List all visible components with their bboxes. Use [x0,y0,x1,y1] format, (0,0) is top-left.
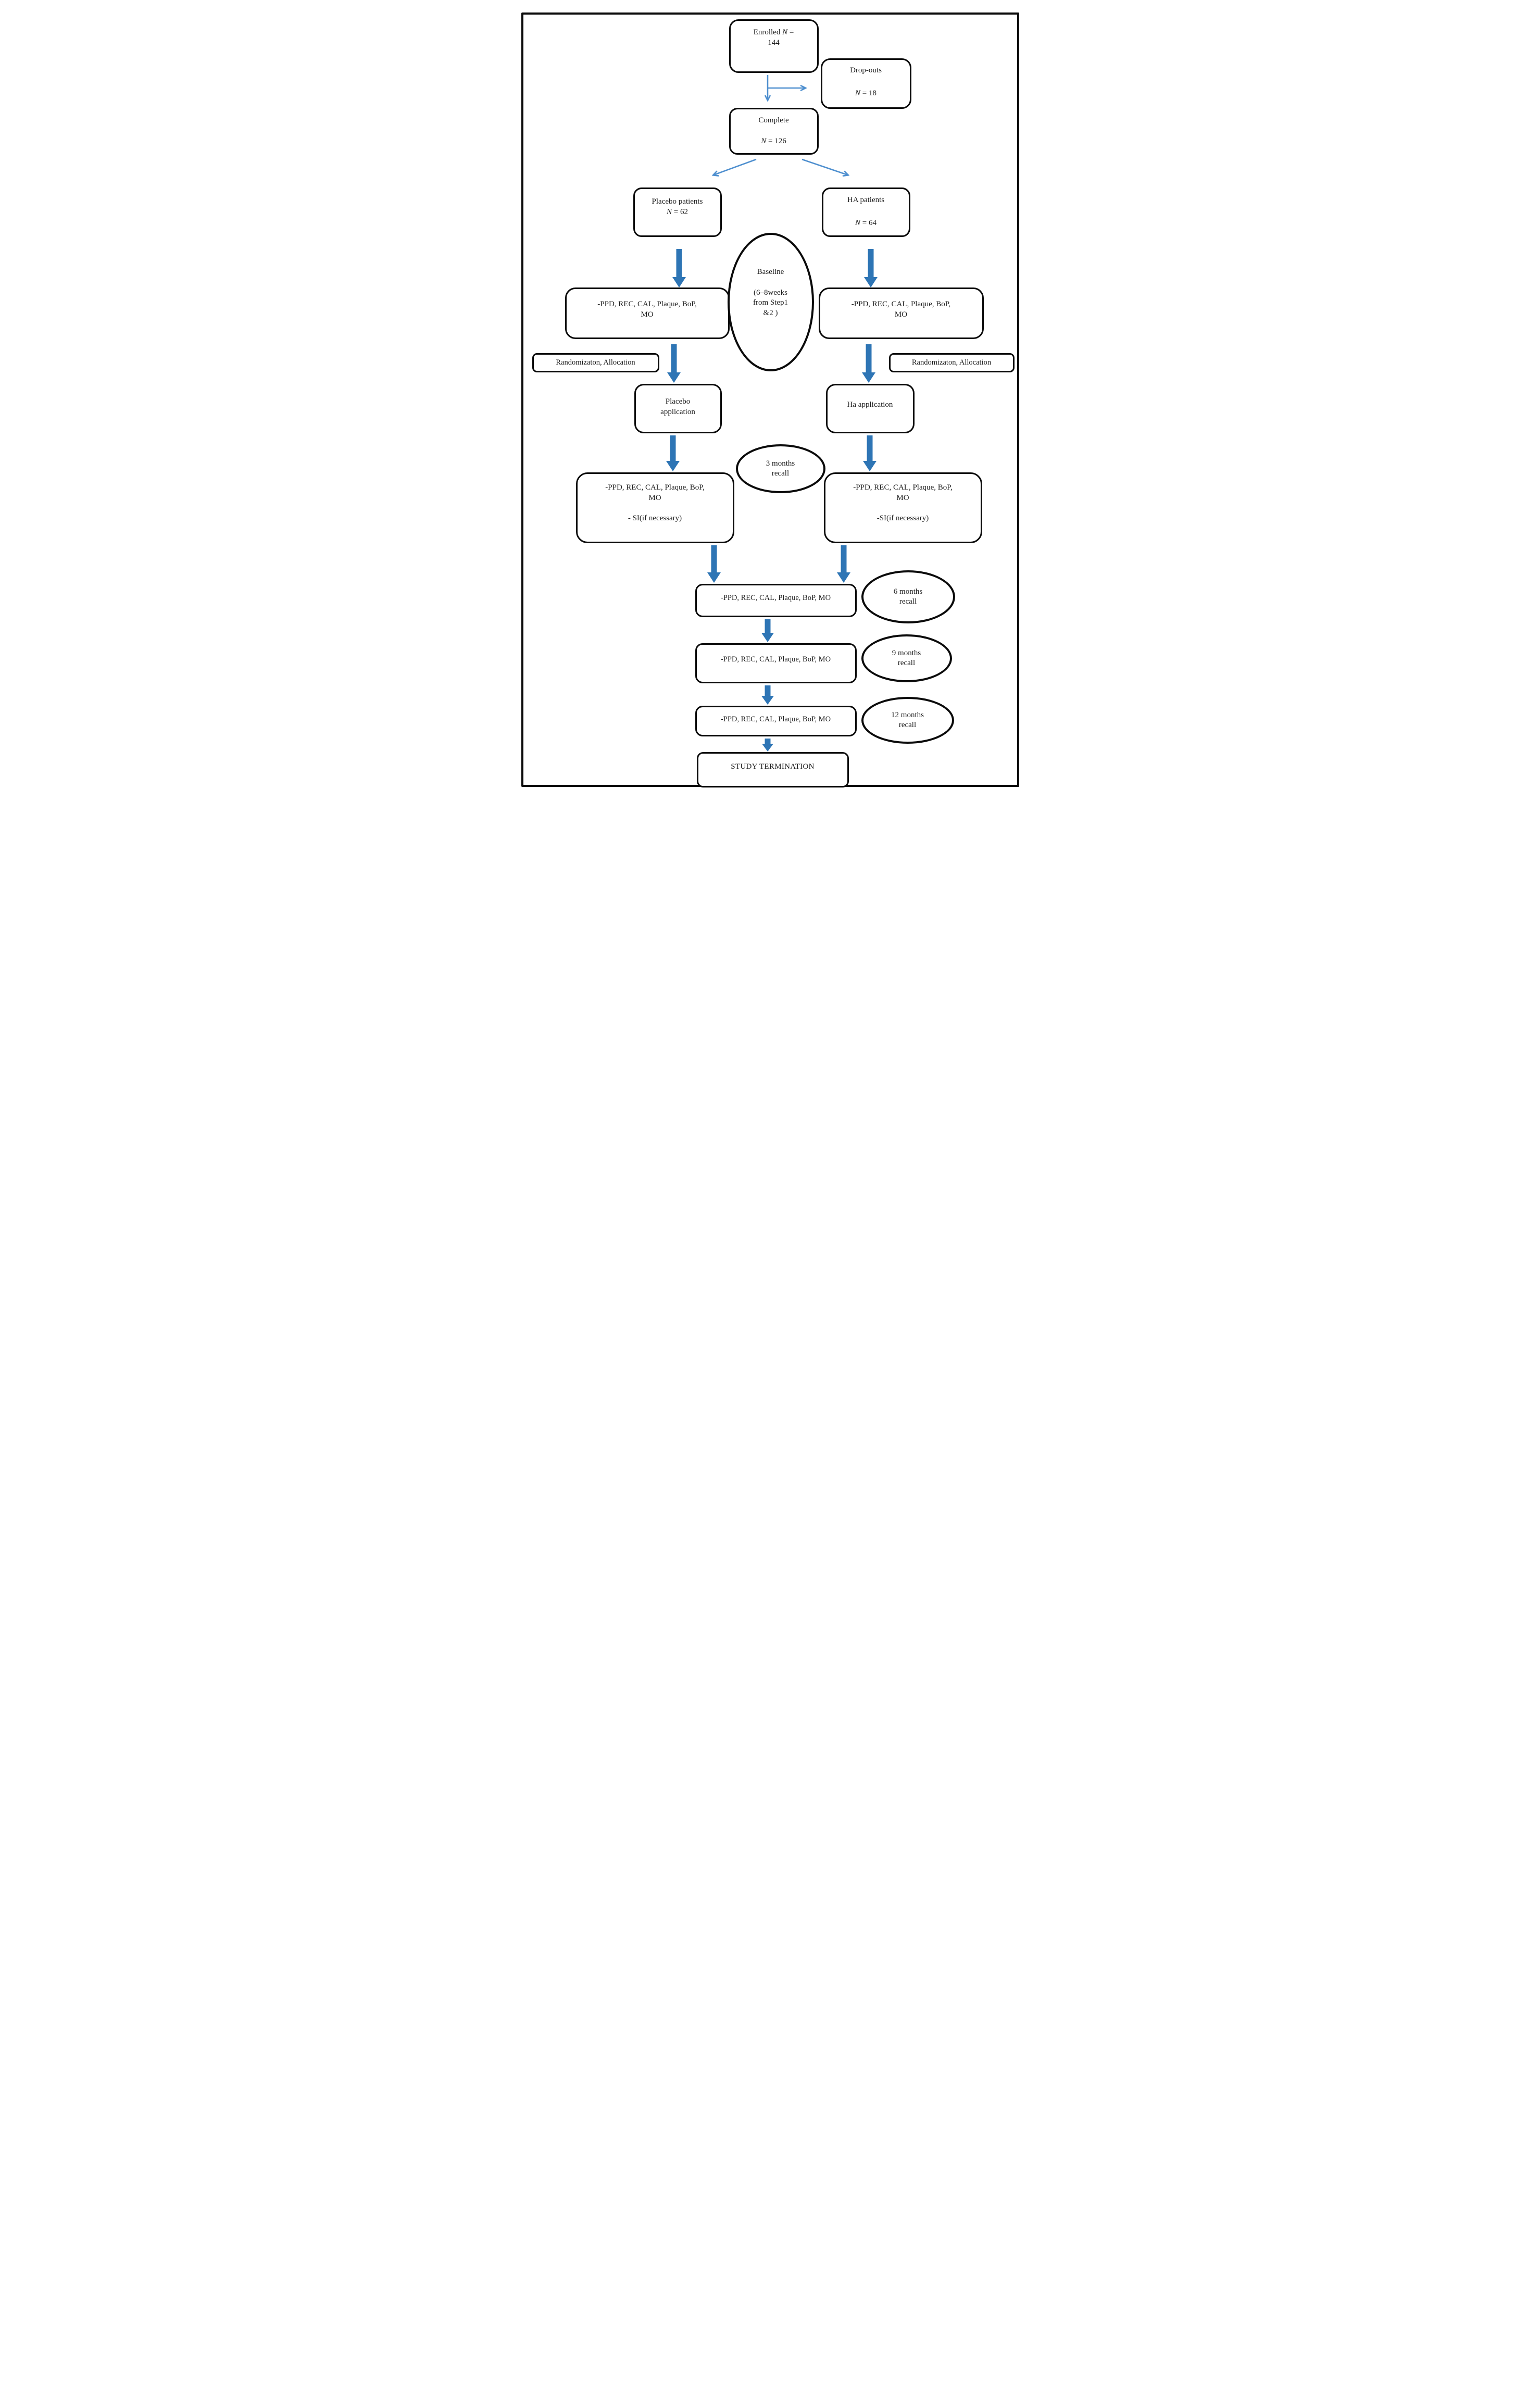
recall-9-months-ellipse: 9 months recall [861,634,952,682]
enrolled-count: 144 [768,38,780,47]
baseline-title: Baseline [757,268,784,276]
placebo-application-line: application [660,407,695,416]
dropouts-label: Drop-outs [850,66,882,74]
recall-12-line: recall [898,721,917,729]
recall-9-line: recall [897,659,916,667]
complete-box: Complete N = 126 [729,108,819,155]
measures-line: -PPD, REC, CAL, Plaque, BoP, MO [720,715,831,723]
recall-6-line: recall [899,597,917,606]
measures-placebo-3m-box: -PPD, REC, CAL, Plaque, BoP, MO - SI(if … [575,472,734,543]
measures-ha-3m-box: -PPD, REC, CAL, Plaque, BoP, MO -SI(if n… [823,472,982,543]
ha-patients-box: HA patients N = 64 [821,187,910,237]
measures-line: -PPD, REC, CAL, Plaque, BoP, [853,483,953,492]
baseline-ellipse: Baseline (6–8weeks from Step1 &2 ) [727,233,814,371]
complete-count: N = 126 [761,136,786,145]
ha-patients-label: HA patients [847,196,885,204]
measures-line: -PPD, REC, CAL, Plaque, BoP, MO [720,655,831,664]
dropouts-count: N = 18 [855,89,877,97]
measures-12m-box: -PPD, REC, CAL, Plaque, BoP, MO [695,706,857,736]
placebo-application-box: Placebo application [634,384,722,433]
measures-line: MO [894,310,908,319]
study-flowchart: Enrolled N = 144 Drop-outs N = 18 Comple… [513,0,1027,801]
placebo-patients-count: N = 62 [667,207,688,216]
randomization-right-label: Randomizaton, Allocation [911,358,992,367]
randomization-right-box: Randomizaton, Allocation [888,353,1015,372]
baseline-sub2: from Step1 [753,298,788,307]
ha-application-label: Ha application [847,401,893,409]
recall-12-line: 12 months [891,710,924,719]
si-line: - SI(if necessary) [628,514,682,522]
complete-label: Complete [758,116,789,124]
measures-line: MO [648,493,661,502]
enrolled-box: Enrolled N = 144 [729,19,819,73]
measures-ha-baseline-box: -PPD, REC, CAL, Plaque, BoP, MO [818,287,984,339]
baseline-sub1: (6–8weeks [754,288,787,297]
placebo-patients-label: Placebo patients [652,197,703,206]
measures-line: -PPD, REC, CAL, Plaque, BoP, [851,300,951,308]
ha-application-box: Ha application [825,384,915,433]
randomization-left-label: Randomizaton, Allocation [556,358,635,367]
study-termination-box: STUDY TERMINATION [696,752,849,787]
recall-6-line: 6 months [893,587,923,596]
measures-line: -PPD, REC, CAL, Plaque, BoP, [605,483,705,492]
recall-12-months-ellipse: 12 months recall [861,697,954,744]
recall-6-months-ellipse: 6 months recall [861,570,955,623]
recall-9-line: 9 months [892,648,921,657]
dropouts-box: Drop-outs N = 18 [820,58,911,109]
baseline-sub3: &2 ) [763,308,778,317]
recall-3-line: 3 months [766,459,795,468]
measures-line: -PPD, REC, CAL, Plaque, BoP, MO [720,594,831,602]
placebo-application-line: Placebo [665,397,691,406]
measures-6m-box: -PPD, REC, CAL, Plaque, BoP, MO [695,584,857,617]
placebo-patients-box: Placebo patients N = 62 [633,187,722,237]
enrolled-label: Enrolled N = [753,28,794,36]
measures-9m-box: -PPD, REC, CAL, Plaque, BoP, MO [695,643,857,683]
measures-line: -PPD, REC, CAL, Plaque, BoP, [597,300,697,308]
measures-placebo-baseline-box: -PPD, REC, CAL, Plaque, BoP, MO [565,287,730,339]
measures-line: MO [896,493,909,502]
measures-line: MO [641,310,654,319]
study-termination-label: STUDY TERMINATION [731,762,815,771]
recall-3-line: recall [771,469,790,478]
recall-3-months-ellipse: 3 months recall [735,444,825,493]
randomization-left-box: Randomizaton, Allocation [532,353,659,372]
ha-patients-count: N = 64 [855,218,877,227]
si-line: -SI(if necessary) [877,514,929,522]
